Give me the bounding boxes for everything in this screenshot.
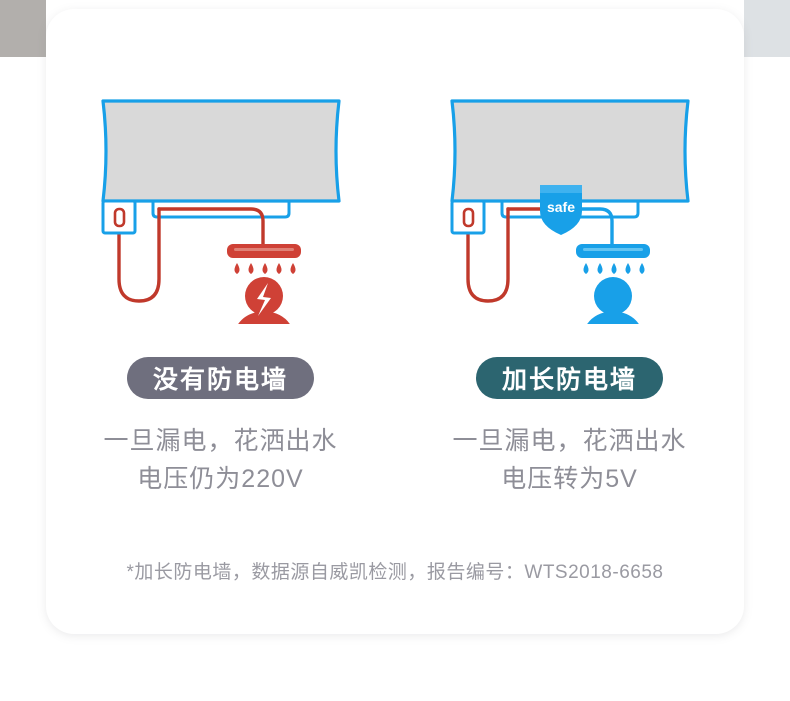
background-band-left <box>0 0 46 57</box>
panel-without-wall: 没有防电墙 一旦漏电，花洒出水 电压仍为220V <box>46 9 395 498</box>
footnote-text: *加长防电墙，数据源自威凯检测，报告编号：WTS2018-6658 <box>126 562 664 583</box>
caption-without-wall: 一旦漏电，花洒出水 电压仍为220V <box>103 427 338 493</box>
person-shocked-icon <box>237 277 290 324</box>
safe-shield-icon: safe <box>539 185 582 235</box>
shower-head-icon <box>226 244 301 274</box>
illustration-extended-wall: safe <box>440 89 700 324</box>
power-cord <box>465 207 510 303</box>
badge-extended-wall: 加长防电墙 <box>475 357 663 399</box>
power-cord <box>116 207 161 303</box>
water-drops <box>583 263 644 274</box>
person-safe-icon <box>586 277 639 324</box>
pipe-electrified <box>156 207 265 247</box>
shower-head-icon <box>575 244 650 274</box>
pipe-safe <box>569 207 614 247</box>
safe-shield-label: safe <box>546 199 574 215</box>
panel-extended-wall: safe <box>395 9 744 498</box>
illustration-without-wall <box>91 89 351 324</box>
caption-extended-wall: 一旦漏电，花洒出水 电压转为5V <box>452 427 687 493</box>
wall-socket-icon <box>101 199 136 235</box>
wall-socket-icon <box>450 199 485 235</box>
comparison-card: 没有防电墙 一旦漏电，花洒出水 电压仍为220V <box>46 9 744 634</box>
water-drops <box>234 263 295 274</box>
water-heater-icon <box>100 99 341 219</box>
background-band-right <box>744 0 790 57</box>
comparison-columns: 没有防电墙 一旦漏电，花洒出水 电压仍为220V <box>46 9 744 498</box>
badge-without-wall: 没有防电墙 <box>126 357 314 399</box>
